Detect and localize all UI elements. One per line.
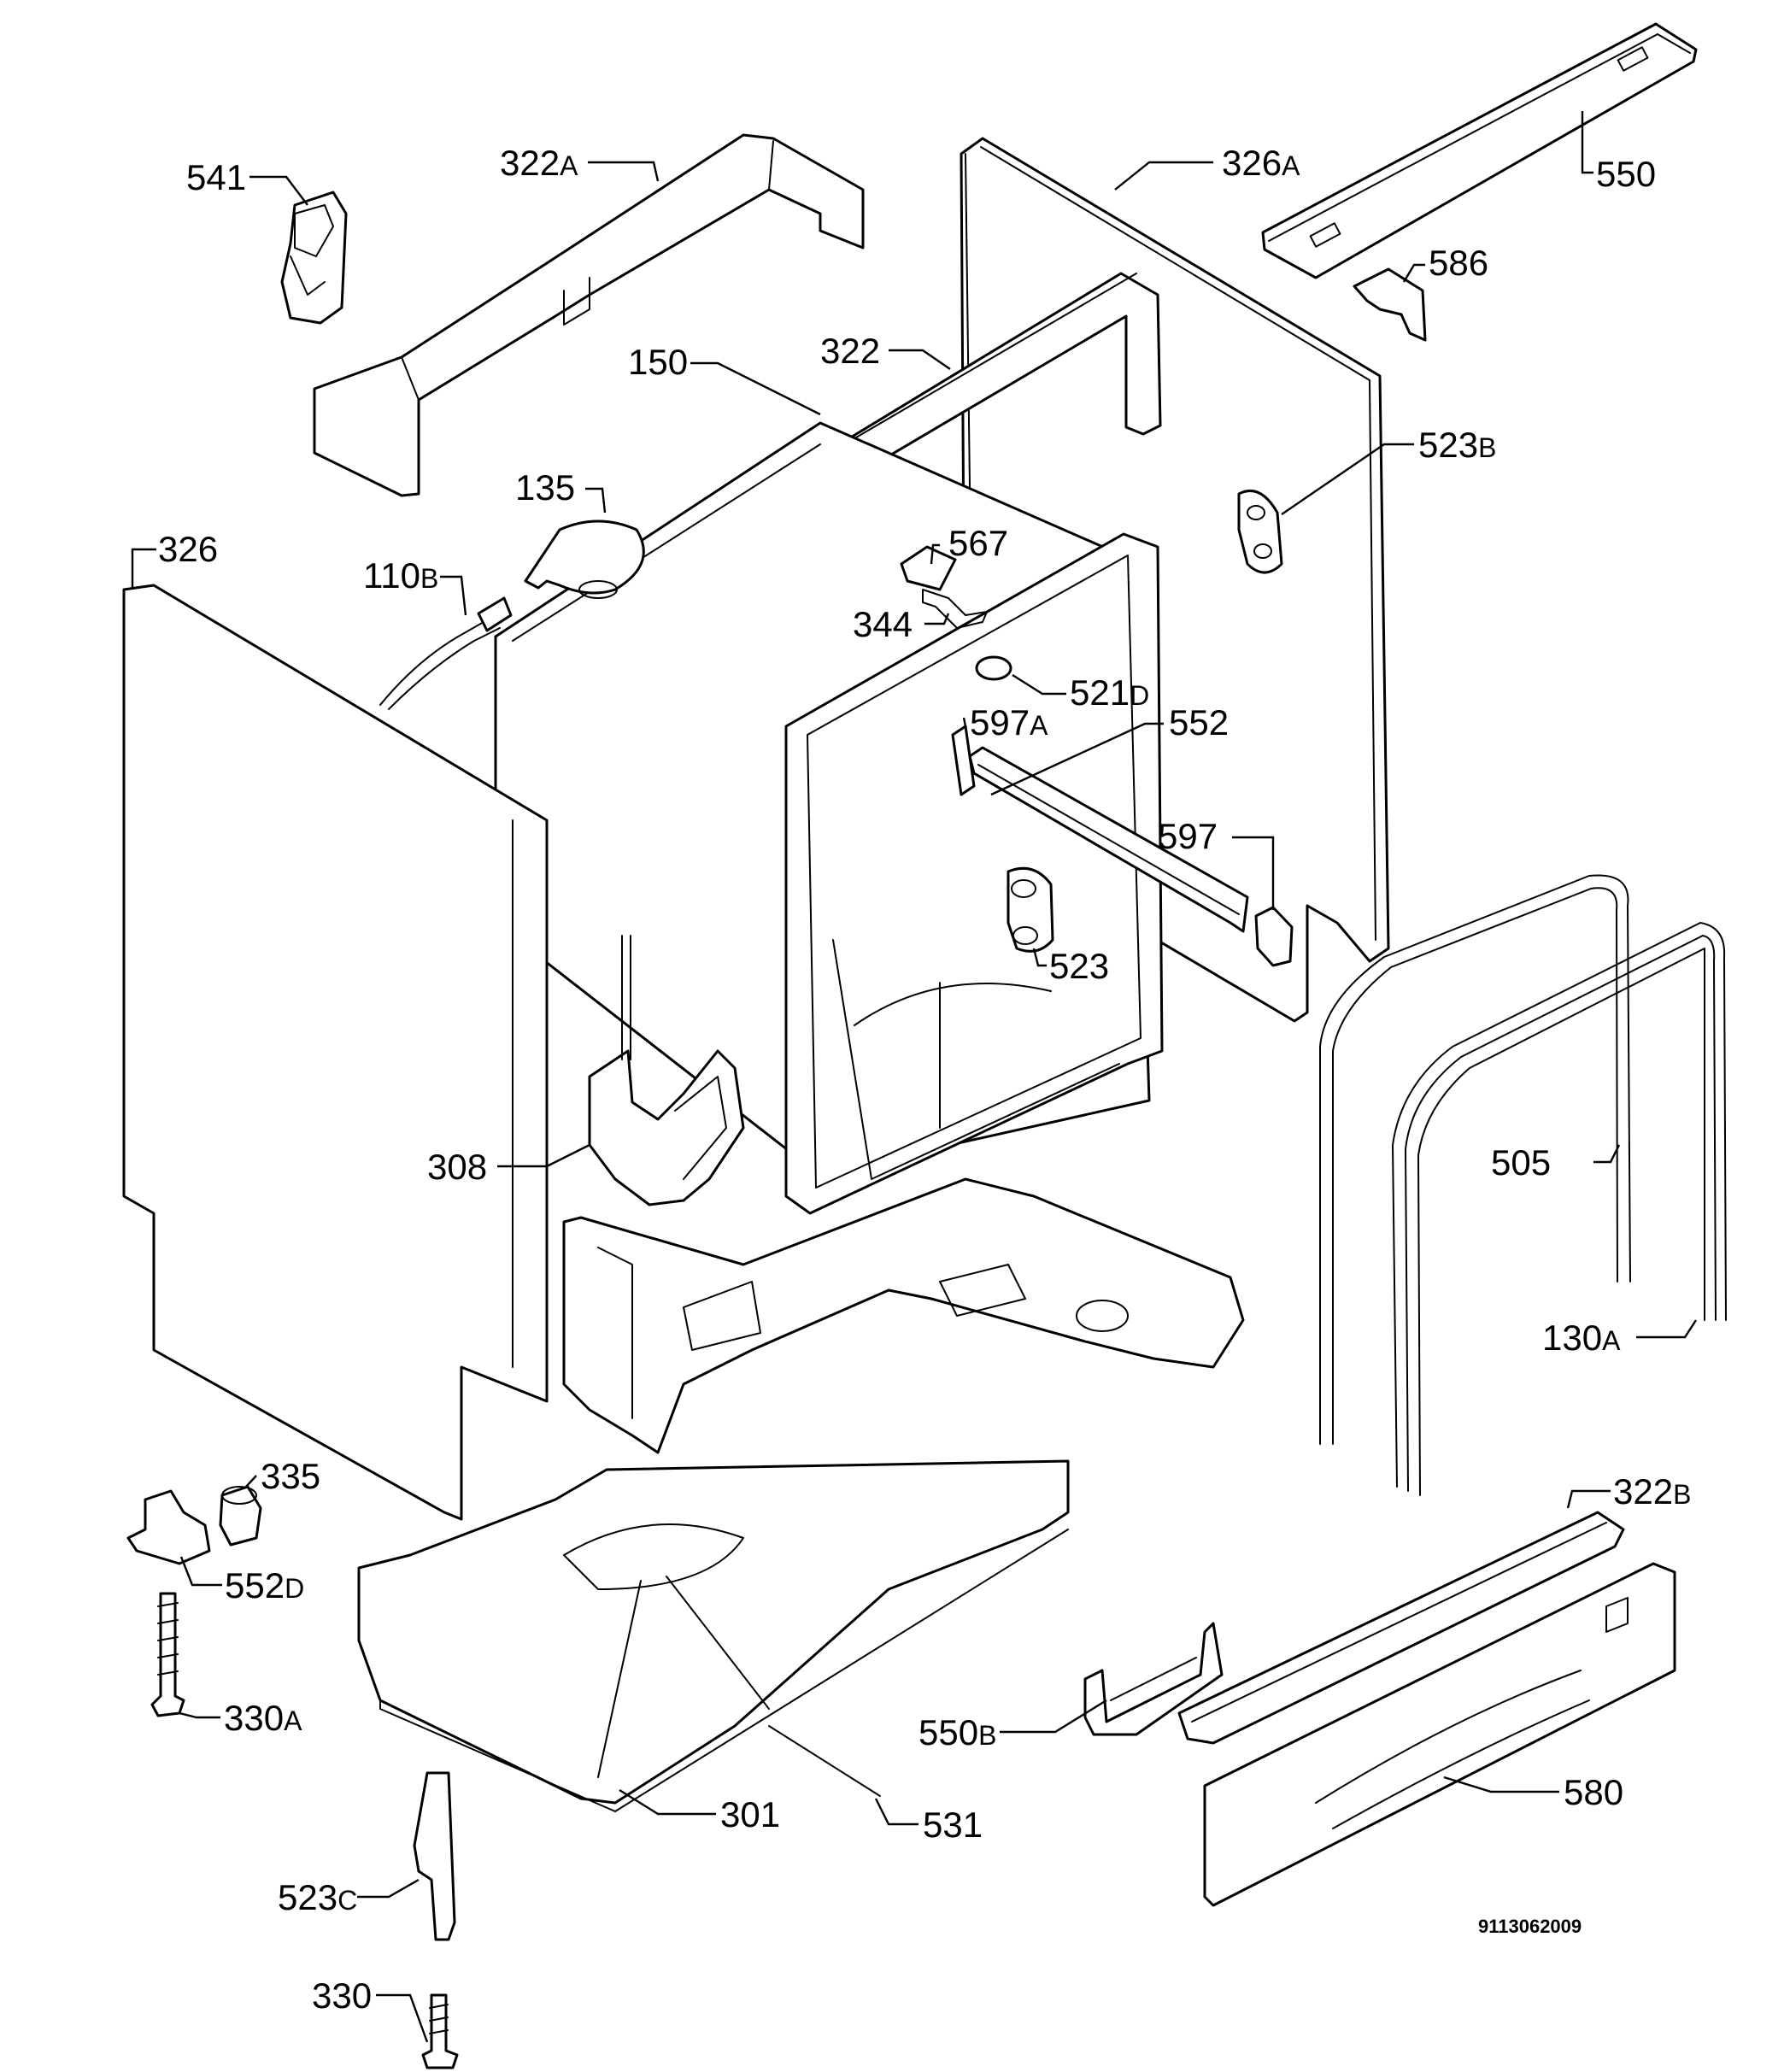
label-130a: 130A <box>1542 1318 1621 1358</box>
label-308: 308 <box>427 1147 487 1187</box>
part-330-screw <box>421 1993 459 2069</box>
part-330a-screw <box>150 1592 185 1717</box>
label-521d: 521D <box>1070 672 1149 713</box>
label-541: 541 <box>186 157 246 197</box>
part-135-float <box>524 519 645 599</box>
part-505-seal <box>1319 874 1631 1445</box>
label-335: 335 <box>261 1456 320 1496</box>
part-335-gear <box>219 1485 262 1547</box>
part-580-kickplate <box>1203 1562 1676 1907</box>
label-322a: 322A <box>500 143 578 183</box>
label-135: 135 <box>515 467 575 508</box>
label-322: 322 <box>820 331 880 371</box>
part-523c-hinge <box>413 1771 456 1941</box>
label-523: 523 <box>1049 946 1109 986</box>
part-552-rail <box>968 746 1249 933</box>
part-567-clip <box>900 545 957 591</box>
label-326: 326 <box>158 529 218 569</box>
label-550b: 550B <box>918 1712 996 1752</box>
document-number: 9113062009 <box>1478 1916 1582 1937</box>
part-523b-grommet <box>1237 490 1283 574</box>
part-301-base-tray <box>357 1459 1070 1812</box>
part-586-bracket <box>1353 267 1427 342</box>
callout-labels: 541 322A 326A 550 586 150 322 523B 135 5… <box>158 143 1691 2016</box>
label-330: 330 <box>312 1975 372 2016</box>
label-344: 344 <box>853 604 913 644</box>
part-322b-rail <box>1177 1511 1625 1745</box>
label-567: 567 <box>948 523 1008 563</box>
label-523c: 523C <box>278 1877 357 1917</box>
part-521d-ring <box>975 655 1012 681</box>
label-110b: 110B <box>363 555 438 596</box>
part-344-spring <box>922 589 988 629</box>
label-552d: 552D <box>225 1565 304 1605</box>
tub-front-frame <box>784 532 1164 1215</box>
part-326-side-panel <box>122 584 549 1521</box>
part-130a-seal <box>1392 922 1727 1496</box>
label-580: 580 <box>1564 1772 1623 1812</box>
part-base-frame <box>562 1177 1245 1454</box>
label-326a: 326A <box>1222 143 1300 183</box>
part-597a-pin <box>951 725 976 796</box>
label-550: 550 <box>1596 154 1656 194</box>
part-322a-frame-bar <box>313 133 865 497</box>
label-523b: 523B <box>1418 425 1496 465</box>
label-301: 301 <box>720 1794 780 1834</box>
label-150: 150 <box>628 342 688 382</box>
part-110b-hose <box>379 596 513 710</box>
label-322b: 322B <box>1613 1471 1691 1511</box>
label-531: 531 <box>923 1805 983 1845</box>
part-550b-bracket <box>1083 1622 1224 1736</box>
label-597a: 597A <box>970 702 1048 743</box>
label-505: 505 <box>1491 1142 1551 1183</box>
part-541-clip <box>280 191 348 325</box>
leader-lines <box>131 111 1698 2043</box>
label-552: 552 <box>1169 702 1229 743</box>
label-597: 597 <box>1158 816 1218 856</box>
part-552d-valve <box>126 1489 211 1565</box>
part-550-top-strip <box>1261 22 1698 279</box>
label-330a: 330A <box>224 1698 302 1738</box>
part-531-rod <box>768 1725 881 1797</box>
part-308-door-lock <box>588 935 745 1206</box>
part-523-grommet <box>1007 866 1054 953</box>
label-586: 586 <box>1429 243 1488 283</box>
